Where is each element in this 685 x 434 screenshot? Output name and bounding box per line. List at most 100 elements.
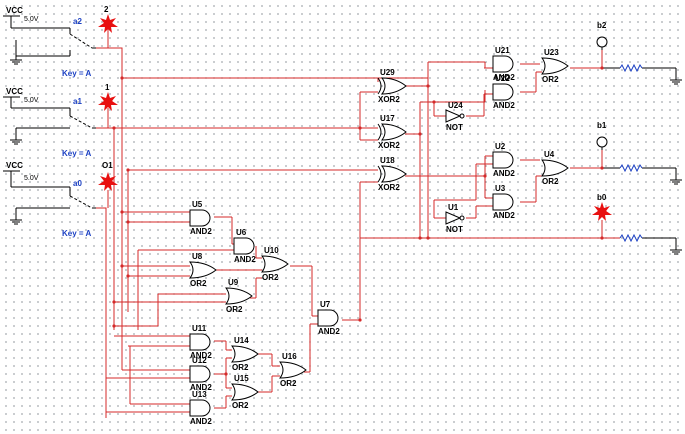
gate-body	[231, 345, 259, 363]
wires	[96, 28, 620, 418]
gate-ref-label: U24	[448, 101, 463, 110]
switch-a1[interactable]: a1 Key = A	[62, 97, 96, 158]
vcc-voltage: 5.0V	[24, 97, 39, 104]
gate-ref-label: U23	[544, 48, 559, 57]
switch-a0[interactable]: a0 Key = A	[62, 179, 96, 238]
probe-1: 1	[98, 83, 118, 111]
gate-ref-label: U17	[380, 114, 395, 123]
gate-type-label: AND2	[190, 351, 212, 360]
gate-ref-label: U3	[495, 184, 506, 193]
gate-type-label: XOR2	[378, 141, 400, 150]
gate-body	[279, 361, 307, 379]
gate-body	[261, 255, 289, 273]
gate-body	[381, 77, 407, 95]
gate-ref-label: U21	[495, 46, 510, 55]
gate-body	[233, 237, 255, 255]
resistor-b0	[619, 233, 643, 243]
switch-label: a0	[73, 179, 82, 188]
gate-body	[189, 399, 211, 417]
gate-body	[445, 109, 462, 123]
gate-type-label: OR2	[232, 401, 249, 410]
switch-a2[interactable]: a2 Key = A	[62, 17, 96, 78]
junctions	[112, 66, 604, 376]
probe-label: b1	[597, 121, 607, 130]
vcc-source-3[interactable]: VCC 5.0V	[3, 161, 71, 196]
ground-left-3	[10, 207, 70, 225]
gate-ref-label: U9	[228, 278, 239, 287]
ground-left-1	[10, 40, 71, 65]
gate-ref-label: U2	[495, 142, 506, 151]
gate-ref-label: U18	[380, 156, 395, 165]
probe-label: 1	[105, 83, 110, 92]
output-wires	[602, 67, 682, 255]
gate-ref-label: U1	[448, 203, 459, 212]
gate-ref-label: U11	[192, 324, 207, 333]
gate-ref-label: U4	[544, 150, 555, 159]
vcc-source-2[interactable]: VCC 5.0V	[3, 87, 71, 116]
probe-label: b2	[597, 21, 607, 30]
vcc-label: VCC	[6, 87, 23, 96]
gate-ref-label: U29	[380, 68, 395, 77]
gate-type-label: XOR2	[378, 95, 400, 104]
vcc-voltage: 5.0V	[24, 16, 39, 23]
gate-type-label: AND2	[493, 101, 515, 110]
gate-type-label: OR2	[232, 363, 249, 372]
switch-key-label: Key = A	[62, 229, 91, 238]
gate-body	[189, 365, 211, 383]
gate-type-label: NOT	[446, 225, 463, 234]
probe-lamp-icon	[596, 136, 608, 148]
gate-ref-label: U7	[320, 300, 331, 309]
ground-left-2	[10, 127, 70, 145]
gate-body	[381, 123, 407, 141]
vcc-label: VCC	[6, 6, 23, 15]
gate-body	[231, 383, 259, 401]
gate-type-label: XOR2	[378, 183, 400, 192]
gate-ref-label: U16	[282, 352, 297, 361]
probe-label: b0	[597, 193, 607, 202]
probe-b1: b1	[596, 121, 608, 150]
gate-ref-label: U13	[192, 390, 207, 399]
gate-type-label: AND2	[190, 383, 212, 392]
probe-b2: b2	[596, 21, 608, 50]
resistors	[619, 63, 643, 243]
gate-type-label: AND2	[190, 227, 212, 236]
gate-body	[492, 193, 514, 211]
gate-body	[492, 151, 514, 169]
gate-type-label: NOT	[446, 123, 463, 132]
gate-ref-label: U6	[236, 228, 247, 237]
gate-body	[317, 309, 339, 327]
gate-body	[541, 159, 569, 177]
gate-type-label: OR2	[190, 279, 207, 288]
gate-body	[445, 211, 462, 225]
vcc-label: VCC	[6, 161, 23, 170]
gate-ref-label: U8	[192, 252, 203, 261]
gate-body	[225, 287, 253, 305]
gate-ref-label: U5	[192, 200, 203, 209]
gate-type-label: AND2	[493, 211, 515, 220]
gate-ref-label: U15	[234, 374, 249, 383]
vcc-source-1[interactable]: VCC 5.0V	[3, 6, 71, 34]
